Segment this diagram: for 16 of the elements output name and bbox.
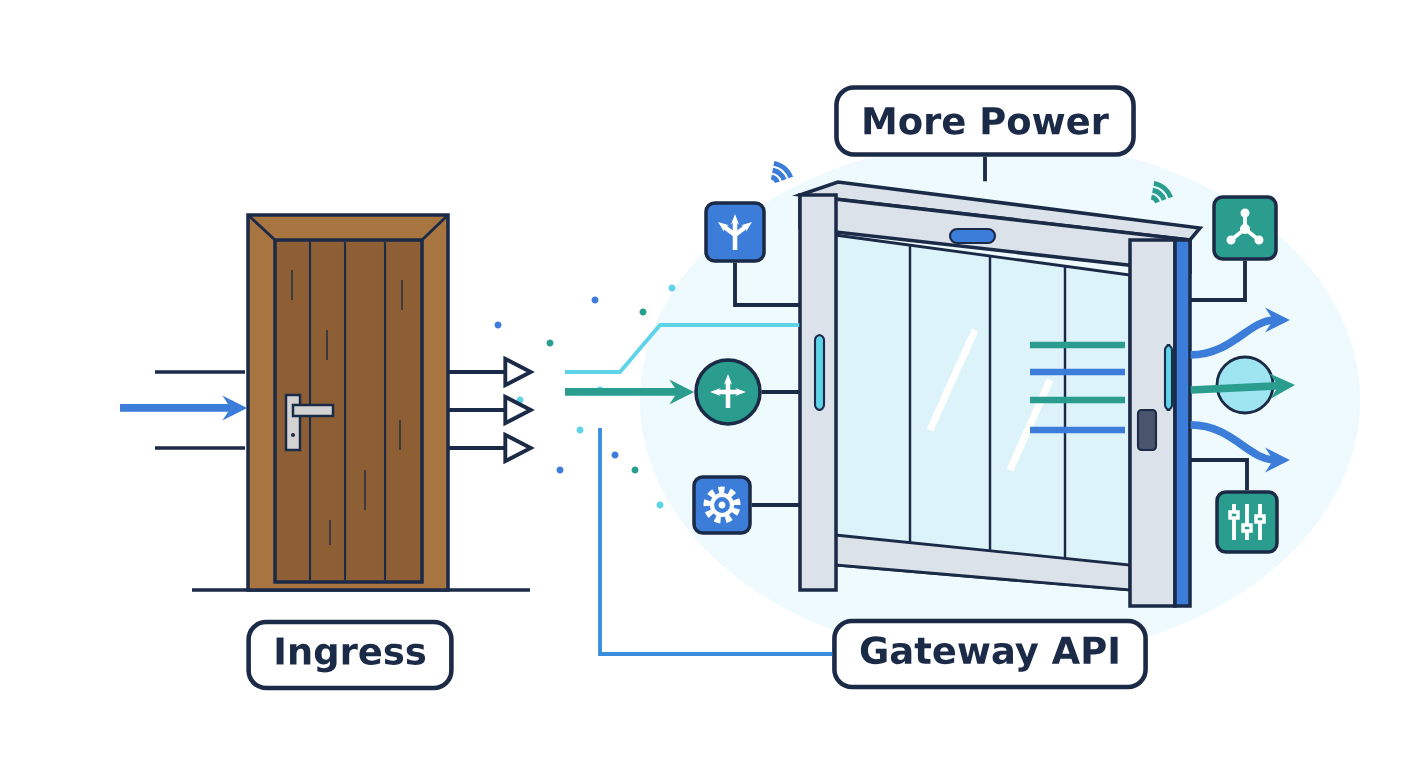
route-icon: [694, 358, 762, 426]
connector-line: [761, 390, 800, 394]
door-drawing: [246, 213, 450, 592]
connector-line: [983, 156, 987, 182]
connector-line: [1190, 260, 1247, 302]
leader-line: [598, 428, 833, 656]
connector-line: [733, 262, 800, 307]
sliders-icon: [1215, 490, 1279, 554]
flow-line: [565, 323, 800, 374]
label-box: Gateway API: [832, 618, 1148, 690]
connector-line: [1190, 458, 1249, 491]
network-icon: [1212, 195, 1278, 261]
connector-line: [751, 503, 800, 507]
label-box: Ingress: [246, 619, 454, 691]
label-box: More Power: [834, 85, 1136, 157]
gear-icon: [692, 475, 752, 535]
